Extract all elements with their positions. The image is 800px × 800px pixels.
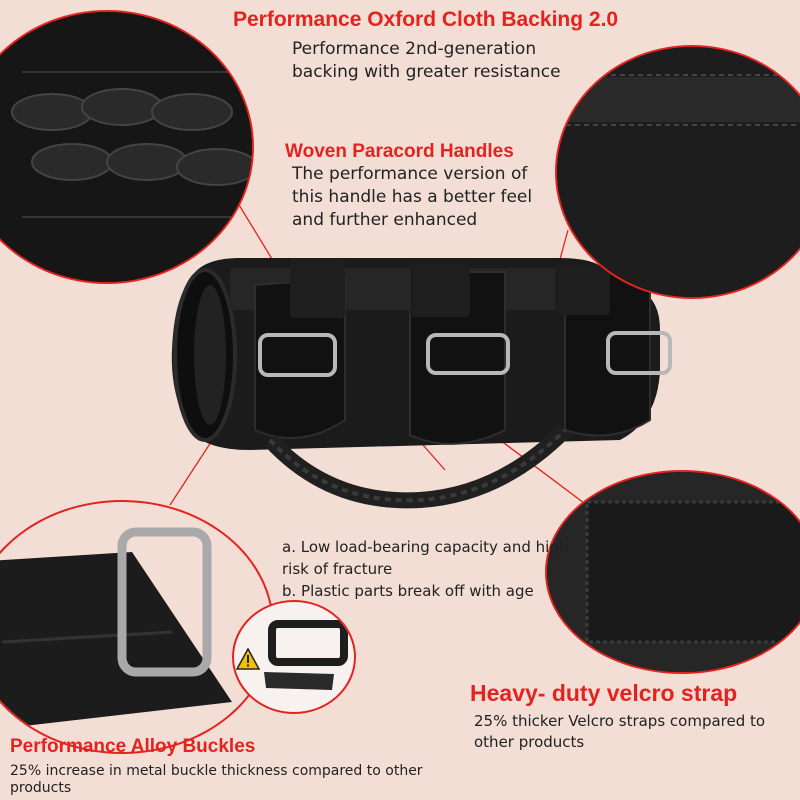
warning-icon <box>236 648 260 670</box>
paracord-closeup-image <box>0 12 252 282</box>
paracord-desc-line1: The performance version of <box>292 164 528 184</box>
plastic-comparison-text: a. Low load-bearing capacity and high ri… <box>282 536 582 602</box>
paracord-title: Woven Paracord Handles <box>285 141 514 162</box>
velcro-closeup-circle <box>545 470 800 674</box>
buckle-closeup-circle <box>0 500 274 754</box>
buckles-desc-line2: products <box>10 780 72 796</box>
velcro-closeup-image <box>547 472 800 672</box>
oxford-closeup-image <box>557 47 800 297</box>
velcro-title: Heavy- duty velcro strap <box>470 680 738 706</box>
velcro-desc-line2: other products <box>474 733 585 751</box>
buckle-closeup-image <box>0 527 232 729</box>
paracord-desc-line2: this handle has a better feel <box>292 187 533 207</box>
buckles-desc-line1: 25% increase in metal buckle thickness c… <box>10 763 423 779</box>
oxford-desc-line1: Performance 2nd-generation <box>292 39 537 59</box>
buckles-description: 25% increase in metal buckle thickness c… <box>10 763 423 797</box>
comparison-line-b: b. Plastic parts break off with age <box>282 582 534 600</box>
oxford-desc-line2: backing with greater resistance <box>292 62 561 82</box>
paracord-description: The performance version of this handle h… <box>292 163 532 232</box>
oxford-description: Performance 2nd-generation backing with … <box>292 38 561 84</box>
buckles-title: Performance Alloy Buckles <box>10 736 256 757</box>
velcro-description: 25% thicker Velcro straps compared to ot… <box>474 711 765 753</box>
paracord-closeup-circle <box>0 10 254 284</box>
comparison-line-a1: a. Low load-bearing capacity and high <box>282 538 569 556</box>
oxford-title: Performance Oxford Cloth Backing 2.0 <box>233 8 619 31</box>
comparison-line-a2: risk of fracture <box>282 560 393 578</box>
plastic-buckle-image <box>264 620 348 690</box>
oxford-closeup-circle <box>555 45 800 299</box>
paracord-desc-line3: and further enhanced <box>292 210 478 230</box>
velcro-desc-line1: 25% thicker Velcro straps compared to <box>474 712 766 730</box>
